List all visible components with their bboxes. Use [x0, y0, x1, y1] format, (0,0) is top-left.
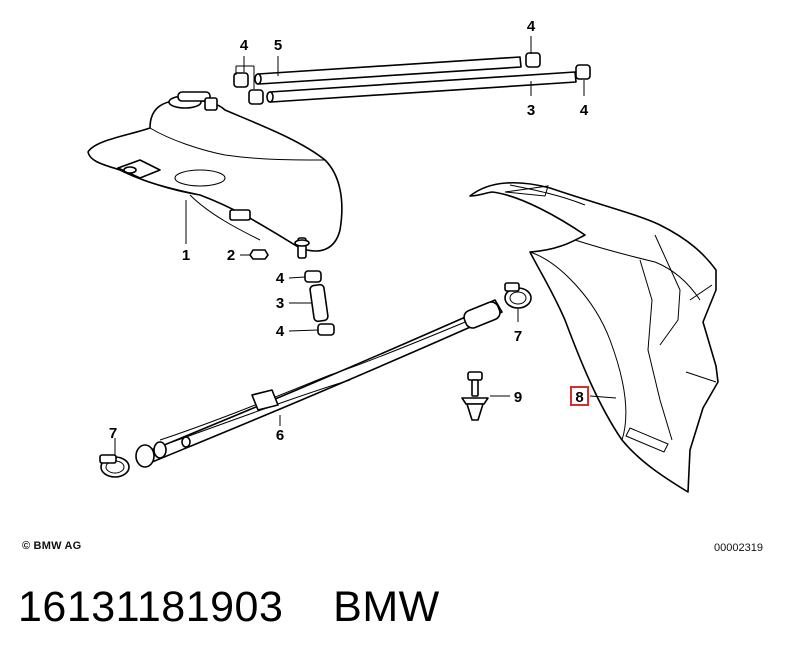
- hose-part-3-short[interactable]: [309, 283, 329, 323]
- nut-part-2[interactable]: [249, 249, 269, 260]
- callout-2[interactable]: 2: [227, 247, 235, 264]
- clamp-part-4-mid-top[interactable]: [304, 270, 322, 283]
- callout-4[interactable]: 4: [580, 102, 589, 119]
- clamp-part-4-upper-left[interactable]: [233, 72, 264, 105]
- callout-4[interactable]: 4: [276, 323, 285, 340]
- diagram-id: 00002319: [714, 542, 763, 554]
- callout-3[interactable]: 3: [527, 102, 535, 119]
- cover-part-8[interactable]: [469, 181, 719, 493]
- fuel-tank-part-1[interactable]: [87, 91, 343, 259]
- callout-6[interactable]: 6: [276, 427, 284, 444]
- callout-8[interactable]: 8: [575, 389, 583, 406]
- hose-part-3-upper[interactable]: [266, 71, 577, 103]
- part-number-title: 16131181903 BMW: [18, 583, 440, 631]
- hose-part-6[interactable]: [135, 299, 503, 468]
- callout-7[interactable]: 7: [514, 328, 522, 345]
- leader-lines: [114, 36, 617, 455]
- callout-3[interactable]: 3: [276, 295, 284, 312]
- callouts: 4 5 4 3 4 1 2 4 3 4 7 6 7 9 8: [109, 18, 589, 444]
- rivet-part-9[interactable]: [461, 371, 489, 421]
- callout-4[interactable]: 4: [527, 18, 536, 35]
- clamp-part-4-mid-bottom[interactable]: [317, 323, 335, 336]
- clamp-part-4-upper-right[interactable]: [525, 52, 591, 80]
- copyright-notice: © BMW AG: [22, 540, 82, 552]
- hose-part-5[interactable]: [254, 56, 522, 85]
- callout-7[interactable]: 7: [109, 425, 117, 442]
- clamp-part-7-left[interactable]: [99, 454, 130, 478]
- callout-4[interactable]: 4: [276, 270, 285, 287]
- callout-5[interactable]: 5: [274, 37, 282, 54]
- callout-4[interactable]: 4: [240, 37, 249, 54]
- parts-diagram: 4 5 4 3 4 1 2 4 3 4 7 6 7 9 8: [87, 18, 719, 493]
- callout-9[interactable]: 9: [514, 389, 522, 406]
- clamp-part-7-right[interactable]: [504, 282, 532, 309]
- callout-1[interactable]: 1: [182, 247, 190, 264]
- callout-8-highlight-box: [570, 386, 589, 406]
